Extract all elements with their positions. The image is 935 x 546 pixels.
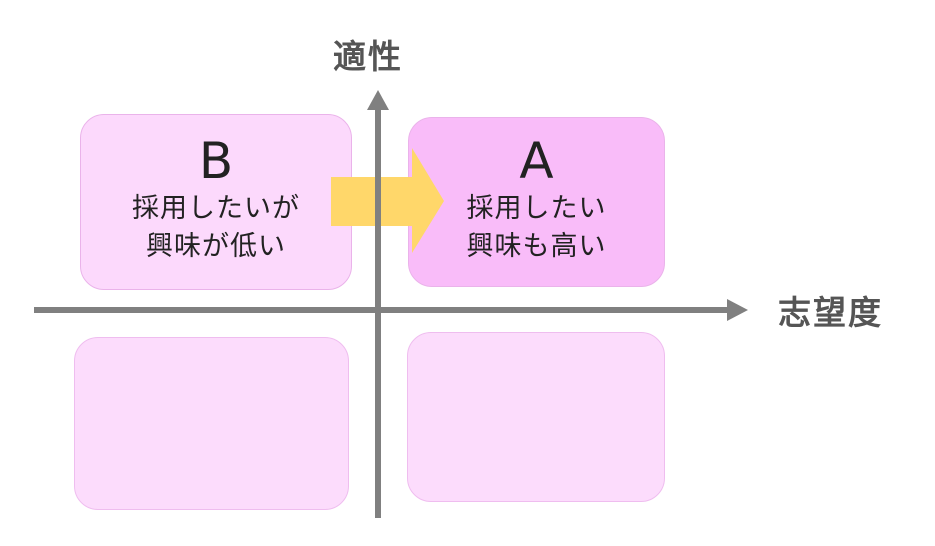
y-axis-arrowhead bbox=[367, 90, 389, 110]
transition-arrow bbox=[331, 148, 444, 253]
quadrant-bottom-left bbox=[74, 337, 349, 510]
quadrant-b-line2: 興味が低い bbox=[146, 231, 286, 262]
quadrant-bottom-right bbox=[407, 332, 665, 502]
x-axis-arrowhead bbox=[727, 299, 748, 321]
y-axis-title: 適性 bbox=[333, 37, 403, 76]
y-axis bbox=[367, 90, 389, 518]
quadrant-a-line1: 採用したい bbox=[466, 193, 607, 224]
quadrant-a: A 採用したい 興味も高い bbox=[408, 117, 665, 287]
quadrant-b: B 採用したいが 興味が低い bbox=[80, 114, 352, 290]
x-axis-title: 志望度 bbox=[778, 293, 883, 332]
quadrant-a-letter: A bbox=[519, 132, 554, 190]
quadrant-b-letter: B bbox=[198, 132, 234, 190]
quadrant-a-line2: 興味も高い bbox=[466, 231, 607, 262]
quadrant-b-line1: 採用したいが bbox=[132, 193, 300, 224]
x-axis bbox=[34, 299, 748, 321]
